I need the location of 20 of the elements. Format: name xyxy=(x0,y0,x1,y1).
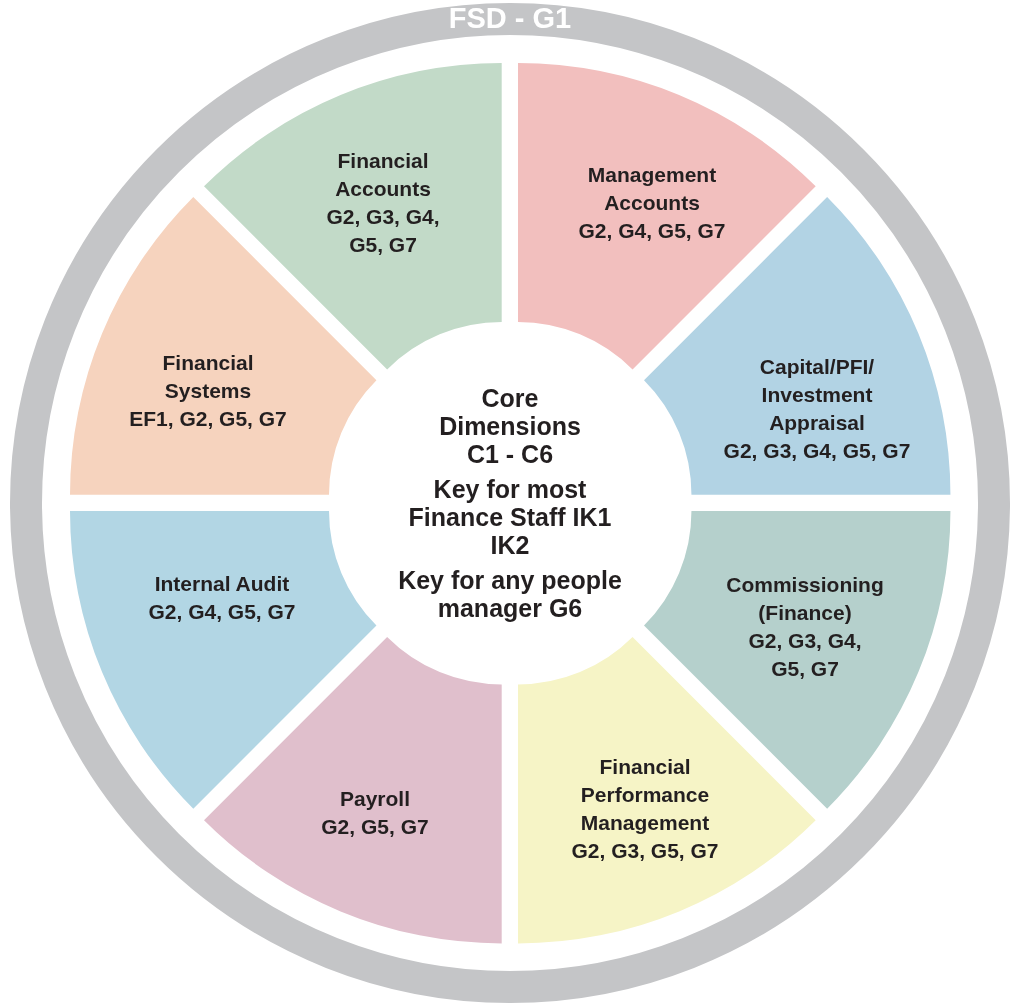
area-title: Internal Audit xyxy=(153,571,291,597)
ring-title: FSD - G1 xyxy=(447,1,573,36)
competency-codes: EF1, G2, G5, G7 xyxy=(128,406,288,432)
area-title: Commissioning (Finance) xyxy=(725,572,885,626)
competency-codes: G2, G3, G4, G5, G7 xyxy=(747,628,863,682)
area-title: Financial Performance Management xyxy=(579,754,711,836)
competency-codes: G2, G3, G4, G5, G7 xyxy=(325,204,441,258)
competency-codes: G2, G4, G5, G7 xyxy=(147,599,297,625)
competency-codes: G2, G4, G5, G7 xyxy=(577,218,727,244)
competency-codes: G2, G5, G7 xyxy=(320,814,430,840)
center-text: Key for any people manager G6 xyxy=(397,566,623,622)
area-title: Financial Accounts xyxy=(334,148,432,202)
area-title: Capital/PFI/ Investment Appraisal xyxy=(758,354,876,436)
area-title: Financial Systems xyxy=(161,350,255,404)
center-text: Key for most Finance Staff IK1 IK2 xyxy=(407,475,613,559)
area-title: Payroll xyxy=(338,786,411,812)
competency-codes: G2, G3, G4, G5, G7 xyxy=(722,438,912,464)
center-text: Core Dimensions C1 - C6 xyxy=(438,384,582,468)
competency-codes: G2, G3, G5, G7 xyxy=(570,838,720,864)
area-title: Management Accounts xyxy=(586,162,718,216)
